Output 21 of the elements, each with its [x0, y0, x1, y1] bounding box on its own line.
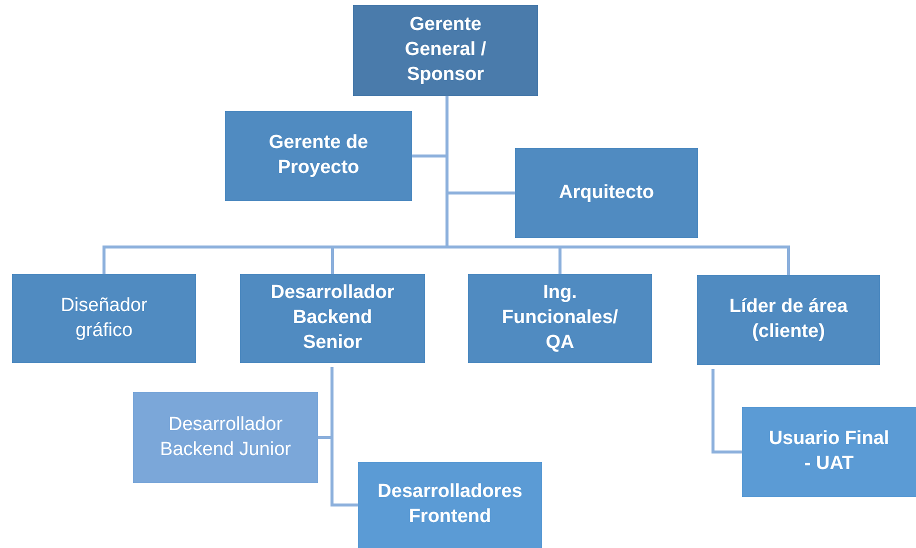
org-box	[358, 462, 542, 548]
role-label: Desarrolladores Frontend	[378, 480, 522, 529]
org-box	[12, 274, 196, 363]
org-box	[742, 407, 916, 497]
role-label: Ing. Funcionales/ QA	[500, 281, 620, 355]
role-label: Desarrollador Backend Senior	[270, 281, 396, 355]
role-label: Gerente de Proyecto	[268, 131, 370, 180]
role-label: Diseñador gráfico	[60, 294, 148, 342]
role-label: Arquitecto	[559, 180, 654, 205]
role-label: Usuario Final - UAT	[768, 427, 890, 476]
org-box	[225, 111, 412, 201]
org-box	[133, 392, 318, 483]
org-box	[468, 274, 652, 363]
org-box	[353, 5, 538, 96]
connector-line	[712, 369, 742, 454]
org-box	[515, 148, 698, 238]
role-label: Líder de área (cliente)	[728, 295, 849, 344]
org-box	[697, 275, 880, 365]
role-label: Gerente General / Sponsor	[404, 13, 488, 87]
org-box	[240, 274, 425, 363]
role-label: Desarrollador Backend Junior	[159, 412, 292, 462]
